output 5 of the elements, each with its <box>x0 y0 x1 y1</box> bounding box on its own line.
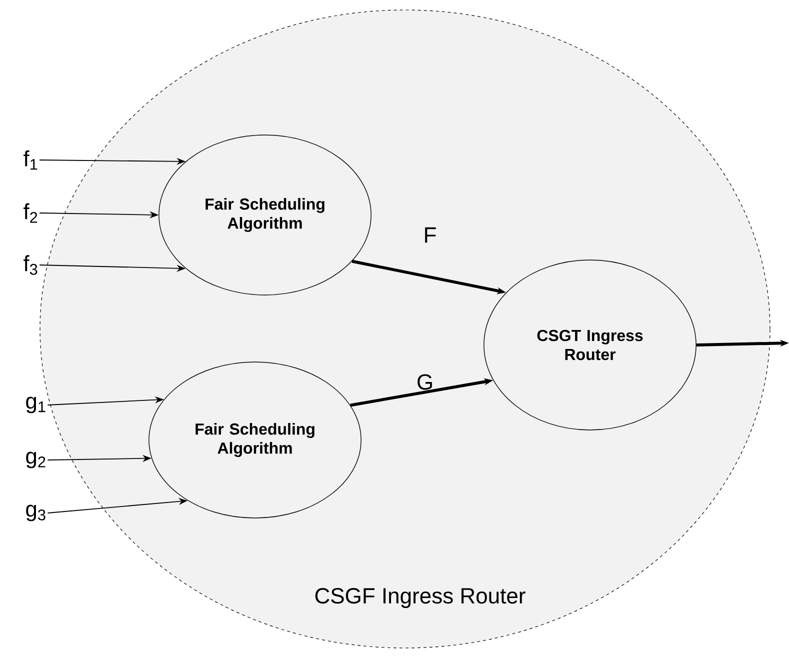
edge-label: F <box>425 227 436 243</box>
input-label: f$_{3}$ <box>24 255 38 275</box>
input-label: f$_{2}$ <box>24 203 38 223</box>
edge-label: G <box>418 374 432 390</box>
input-label: f$_{1}$ <box>24 150 38 170</box>
